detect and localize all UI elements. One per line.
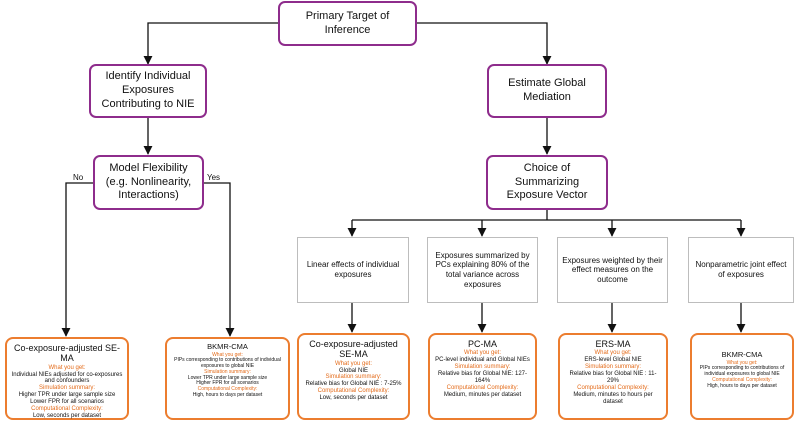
option-linear-effects: Linear effects of individual exposures	[297, 237, 409, 303]
edge-label-yes: Yes	[207, 173, 221, 182]
method-card-se-ma-individual: Co-exposure-adjusted SE-MA What you get:…	[5, 337, 129, 420]
simulation-summary-label: Simulation summary:	[204, 368, 251, 375]
simulation-summary-value: Relative bias for Global NIE : 11-29%	[569, 371, 657, 384]
edge-root-estimate	[417, 22, 552, 65]
complexity-label: Computational Complexity:	[197, 386, 258, 393]
simulation-summary-label: Simulation summary:	[584, 364, 641, 371]
simulation-summary-value: Higher TPR under large sample size Lower…	[18, 392, 116, 406]
node-model-flexibility: Model Flexibility (e.g. Nonlinearity, In…	[93, 155, 204, 210]
what-you-get-value: ERS-level Global NIE	[584, 357, 642, 364]
what-you-get-value: PC-level individual and Global NIEs	[435, 357, 530, 364]
simulation-summary-value: Relative bias for Global NIE: 127-164%	[437, 371, 528, 384]
simulation-summary-value: Relative bias for Global NIE : 7-25%	[305, 381, 402, 388]
complexity-value: Medium, minutes to hours per dataset	[573, 391, 653, 405]
what-you-get-label: What you get:	[463, 350, 502, 357]
complexity-value: High, hours to days per dataset	[192, 391, 263, 398]
edge-flex-no	[61, 182, 93, 337]
method-card-bkmr-individual: BKMR-CMA What you get: PIPs correspondin…	[165, 337, 290, 420]
method-title: Co-exposure-adjusted SE-MA	[309, 339, 398, 360]
complexity-value: Low, seconds per dataset	[319, 395, 388, 402]
what-you-get-value: Global NIE	[338, 367, 368, 374]
method-card-se-ma-global: Co-exposure-adjusted SE-MA What you get:…	[297, 333, 410, 420]
what-you-get-label: What you get:	[726, 359, 758, 366]
what-you-get-label: What you get:	[212, 351, 243, 358]
method-title: BKMR-CMA	[721, 350, 763, 359]
node-identify-exposures: Identify Individual Exposures Contributi…	[89, 64, 207, 118]
option-pc-summarized: Exposures summarized by PCs explaining 8…	[427, 237, 538, 303]
simulation-summary-label: Simulation summary:	[325, 374, 382, 381]
what-you-get-label: What you get:	[594, 350, 632, 357]
edge-flex-yes	[204, 182, 235, 337]
complexity-value: Low, seconds per dataset	[32, 412, 102, 419]
complexity-label: Computational Complexity:	[577, 384, 649, 391]
simulation-summary-label: Simulation summary:	[38, 385, 95, 392]
method-card-ers-ma: ERS-MA What you get: ERS-level Global NI…	[558, 333, 668, 420]
option-weighted-exposures: Exposures weighted by their effect measu…	[557, 237, 668, 303]
node-primary-target: Primary Target of Inference	[278, 1, 417, 46]
what-you-get-value: PIPs corresponding to contributions of i…	[699, 365, 785, 378]
option-nonparametric: Nonparametric joint effect of exposures	[688, 237, 794, 303]
complexity-label: Computational Complexity:	[31, 406, 103, 413]
complexity-label: Computational Complexity:	[446, 384, 519, 391]
method-title: PC-MA	[468, 339, 497, 349]
complexity-value: Medium, minutes per dataset	[443, 391, 522, 398]
complexity-value: High, hours to days per dataset	[707, 382, 777, 389]
complexity-label: Computational Complexity:	[317, 388, 390, 395]
what-you-get-label: What you get:	[48, 364, 86, 371]
edge-choice-fan	[352, 210, 741, 221]
edge-root-identify	[143, 22, 278, 65]
simulation-summary-label: Simulation summary:	[454, 364, 511, 371]
method-card-bkmr-global: BKMR-CMA What you get: PIPs correspondin…	[690, 333, 794, 420]
what-you-get-value: Individual NIEs adjusted for co-exposure…	[11, 371, 123, 385]
method-title: Co-exposure-adjusted SE-MA	[13, 343, 121, 364]
complexity-label: Computational Complexity:	[712, 376, 772, 383]
node-choice-summarizing: Choice of Summarizing Exposure Vector	[486, 155, 608, 210]
edge-label-no: No	[73, 173, 84, 182]
simulation-summary-value: Lower TPR under large sample size Higher…	[187, 374, 268, 387]
method-card-pc-ma: PC-MA What you get: PC-level individual …	[428, 333, 537, 420]
method-title: BKMR-CMA	[207, 342, 248, 351]
what-you-get-label: What you get:	[334, 360, 373, 367]
node-estimate-global: Estimate Global Mediation	[487, 64, 607, 118]
what-you-get-value: PIPs corresponding to contributions of i…	[174, 357, 281, 370]
method-title: ERS-MA	[595, 339, 631, 349]
